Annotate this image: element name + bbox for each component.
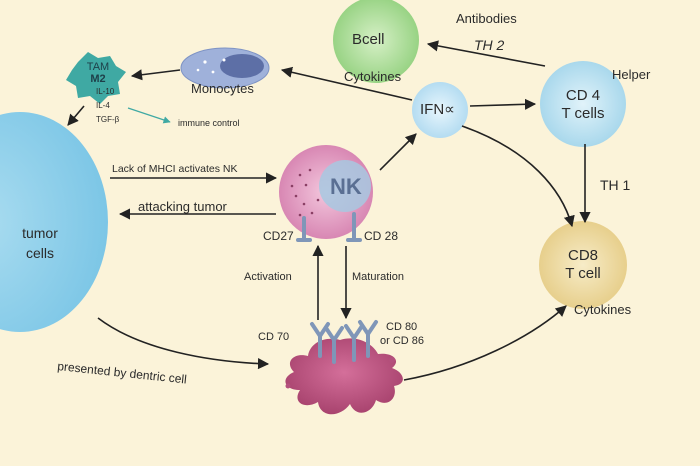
arrow-cd4-to-bcell xyxy=(426,40,546,67)
activation-label: Activation xyxy=(244,271,292,283)
cd4-label-line2: T cells xyxy=(561,105,605,122)
arrow-tam-to-tumor xyxy=(67,105,85,126)
tgf-label: TGF-β xyxy=(96,115,120,124)
arrow-ifn-to-monocytes xyxy=(280,66,413,101)
cd8-label-line2: T cell xyxy=(565,265,601,282)
cd8-cytokines-label: Cytokines xyxy=(574,302,632,317)
tumor-cell-shape xyxy=(0,112,108,332)
arrow-immune-control xyxy=(127,107,171,124)
arrow-monocytes-to-tam xyxy=(130,69,181,81)
tam-label-line2: M2 xyxy=(90,73,106,85)
immune-control-label: immune control xyxy=(178,118,240,128)
bcell-label: Bcell xyxy=(352,31,385,48)
nk-label: NK xyxy=(330,174,362,199)
bcell-cytokines-label: Cytokines xyxy=(344,69,402,84)
attacking-tumor-label: attacking tumor xyxy=(138,199,227,214)
monocyte-cell xyxy=(180,47,270,89)
maturation-label: Maturation xyxy=(352,271,404,283)
arrow-tumor-to-dendritic xyxy=(97,317,270,370)
cd8-label: CD8 T cell xyxy=(551,248,615,281)
antibodies-label: Antibodies xyxy=(456,11,517,26)
ifn-node-shape xyxy=(412,82,468,138)
tam-cell xyxy=(66,52,126,104)
cd70-label: CD 70 xyxy=(258,331,290,343)
dendritic-receptor-left xyxy=(310,322,344,364)
cd86-label: or CD 86 xyxy=(380,335,425,347)
cd27-label: CD27 xyxy=(263,229,294,243)
th1-label: TH 1 xyxy=(600,177,631,193)
tumor-label-line2: cells xyxy=(25,245,54,261)
arrow-nk-to-ifn xyxy=(379,133,417,171)
dendritic-receptor-right xyxy=(344,320,378,362)
cd4-label: CD 4 T cells xyxy=(548,88,618,121)
il10-label: IL-10 xyxy=(96,87,115,96)
ifn-label: IFN∝ xyxy=(420,101,455,118)
nk-cell xyxy=(279,145,373,239)
cd8-label-line1: CD8 xyxy=(567,247,598,264)
arrow-ifn-to-cd8 xyxy=(461,125,575,228)
tumor-label-line1: tumor xyxy=(22,225,58,241)
nk-receptor-cd27 xyxy=(296,216,312,242)
cd80-label: CD 80 xyxy=(386,321,418,333)
tumor-label: tumor cells xyxy=(0,226,80,260)
monocytes-label: Monocytes xyxy=(191,81,254,96)
helper-label: Helper xyxy=(612,67,651,82)
cd4-cell-shape xyxy=(540,61,626,147)
dendritic-cell xyxy=(285,338,403,415)
nk-receptor-cd28 xyxy=(346,212,362,242)
cd4-label-line1: CD 4 xyxy=(565,87,601,104)
b-cell-shape xyxy=(333,0,419,83)
il4-label: IL-4 xyxy=(96,101,110,110)
tam-label: TAM M2 xyxy=(78,62,118,85)
arrow-dendritic-to-cd8 xyxy=(403,305,567,381)
cd8-cell-shape xyxy=(539,221,627,309)
tam-label-line1: TAM xyxy=(86,61,110,73)
th2-label: TH 2 xyxy=(474,37,505,53)
cd28-label: CD 28 xyxy=(364,229,399,243)
lack-mhci-label: Lack of MHCI activates NK xyxy=(112,163,238,175)
arrow-ifn-to-cd4 xyxy=(469,98,537,110)
